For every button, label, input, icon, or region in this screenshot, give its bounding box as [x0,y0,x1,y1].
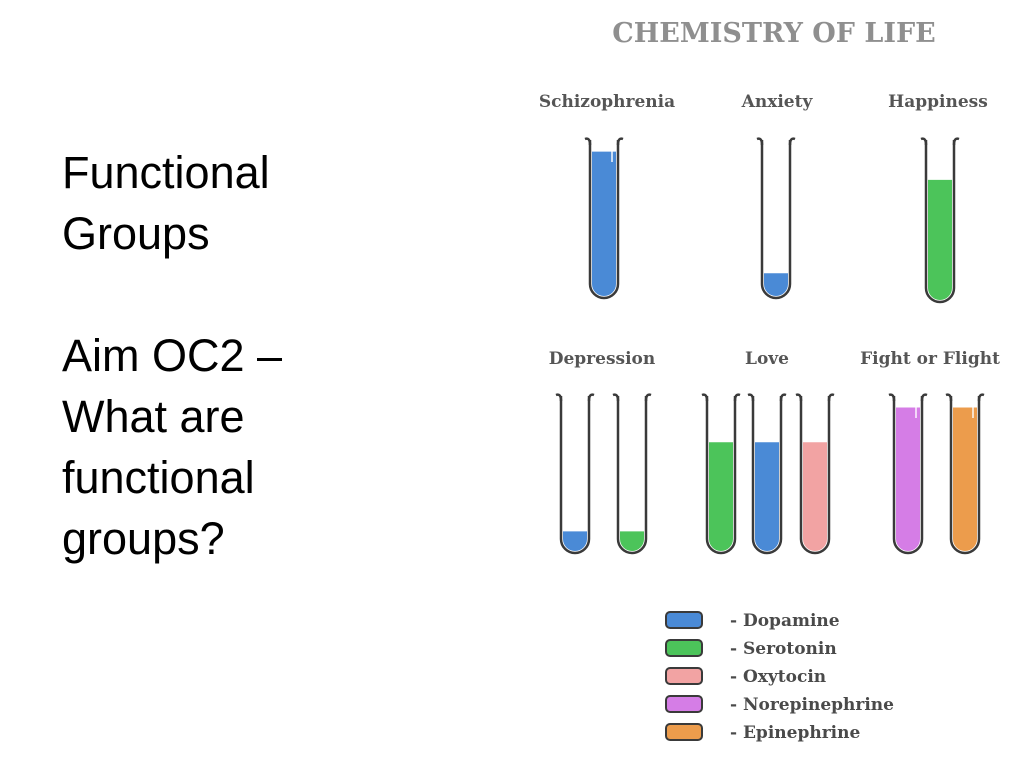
chemistry-of-life-infographic: CHEMISTRY OF LIFE Schizophrenia Anxiety … [520,0,1024,768]
tube-liquid [563,531,587,551]
group-label-fight-or-flight: Fight or Flight [860,349,1000,369]
aim-line: groups? [62,513,225,564]
test-tube-oxytocin [795,393,835,555]
spacer [62,264,362,325]
tube-lip [888,393,896,402]
tube-lip [920,393,928,402]
test-tube-serotonin [701,393,741,555]
tube-outline [559,396,591,555]
legend-label-dopamine: - Dopamine [730,611,840,631]
tube-lip [555,393,563,402]
test-tube-epinephrine [945,393,985,555]
tube-outline [588,140,620,300]
aim-line: functional [62,452,255,503]
tube-lip [616,137,624,146]
tube-lip [584,137,592,146]
tube-lip [788,137,796,146]
group-label-love: Love [745,349,789,369]
tube-lip [701,393,709,402]
tube-liquid [755,442,779,551]
test-tube-dopamine [555,393,595,555]
tube-lip [733,393,741,402]
group-label-anxiety: Anxiety [741,92,814,112]
heading-line: Groups [62,208,210,259]
legend-swatch-serotonin [665,639,703,657]
aim-line: What are [62,391,245,442]
legend: - Dopamine - Serotonin - Oxytocin - Nore… [665,611,894,743]
legend-label-serotonin: - Serotonin [730,639,837,659]
legend-swatch-epinephrine [665,723,703,741]
legend-label-norepinephrine: - Norepinephrine [730,695,894,715]
tube-lip [977,393,985,402]
tube-lip [644,393,652,402]
tube-liquid [953,407,977,551]
legend-swatch-oxytocin [665,667,703,685]
tube-lip [587,393,595,402]
tube-lip [747,393,755,402]
test-tube-serotonin [920,137,960,304]
tube-lip [795,393,803,402]
slide-text-block: Functional Groups Aim OC2 – What are fun… [62,142,362,569]
tube-lip [952,137,960,146]
tube-outline [799,396,831,555]
group-label-schizophrenia: Schizophrenia [539,92,675,112]
group-label-depression: Depression [549,349,656,369]
tube-lip [945,393,953,402]
legend-label-epinephrine: - Epinephrine [730,723,860,743]
test-tube-dopamine [747,393,787,555]
tube-liquid [803,442,827,551]
tube-outline [892,396,924,555]
tube-liquid [709,442,733,551]
tube-liquid [928,179,952,300]
tube-liquid [764,273,788,296]
test-tubes [555,137,985,555]
tube-lip [920,137,928,146]
test-tube-dopamine [584,137,624,300]
infographic-title: CHEMISTRY OF LIFE [612,18,935,49]
tube-outline [949,396,981,555]
tube-outline [751,396,783,555]
tube-liquid [620,531,644,551]
tube-outline [924,140,956,304]
legend-swatch-norepinephrine [665,695,703,713]
heading-line: Functional [62,147,270,198]
tube-liquid [592,151,616,296]
tube-lip [612,393,620,402]
tube-liquid [896,407,920,551]
tube-outline [760,140,792,300]
tube-lip [756,137,764,146]
test-tube-dopamine [756,137,796,300]
tube-outline [616,396,648,555]
group-label-happiness: Happiness [888,92,988,112]
tube-outline [705,396,737,555]
test-tube-serotonin [612,393,652,555]
legend-swatch-dopamine [665,611,703,629]
infographic-canvas: CHEMISTRY OF LIFE Schizophrenia Anxiety … [539,18,1000,743]
tube-lip [779,393,787,402]
aim-line: Aim OC2 – [62,330,283,381]
legend-label-oxytocin: - Oxytocin [730,667,826,687]
tube-lip [827,393,835,402]
test-tube-norepinephrine [888,393,928,555]
